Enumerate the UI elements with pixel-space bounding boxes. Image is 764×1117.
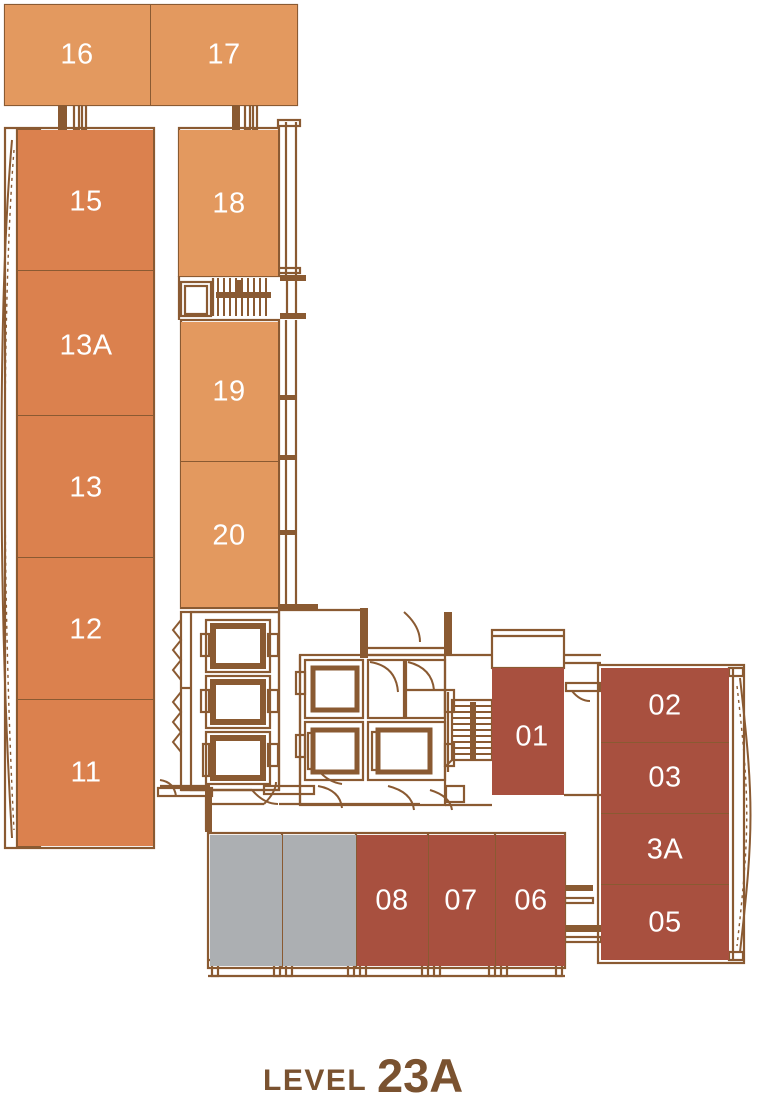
architecture-linework — [0, 3, 752, 978]
unit-12[interactable]: 12 — [18, 558, 153, 699]
unit-fill[interactable] — [492, 668, 564, 795]
unit-20[interactable]: 20 — [181, 462, 278, 607]
unit-13a[interactable]: 13A — [18, 271, 153, 415]
unit-grey-a[interactable] — [210, 835, 282, 966]
level-title: LEVEL 23A — [263, 1049, 463, 1102]
unit-07[interactable]: 07 — [429, 835, 495, 966]
unit-fill[interactable] — [18, 130, 153, 270]
unit-fill[interactable] — [210, 835, 282, 966]
unit-17[interactable]: 17 — [151, 5, 297, 105]
unit-13[interactable]: 13 — [18, 416, 153, 557]
unit-fill[interactable] — [601, 885, 729, 960]
unit-02[interactable]: 02 — [601, 668, 729, 742]
unit-05[interactable]: 05 — [601, 885, 729, 960]
unit-fill[interactable] — [601, 814, 729, 884]
unit-fill[interactable] — [18, 558, 153, 699]
unit-grey-b[interactable] — [283, 835, 356, 966]
unit-01[interactable]: 01 — [492, 668, 564, 795]
unit-fill[interactable] — [179, 130, 278, 276]
unit-18[interactable]: 18 — [179, 130, 278, 276]
unit-fill[interactable] — [18, 416, 153, 557]
unit-06[interactable]: 06 — [496, 835, 565, 966]
unit-11[interactable]: 11 — [18, 700, 153, 846]
unit-fill[interactable] — [181, 462, 278, 607]
unit-15[interactable]: 15 — [18, 130, 153, 270]
unit-fill[interactable] — [151, 5, 297, 105]
unit-fill[interactable] — [283, 835, 356, 966]
unit-fill[interactable] — [429, 835, 495, 966]
unit-08[interactable]: 08 — [357, 835, 428, 966]
unit-fill[interactable] — [5, 5, 150, 105]
unit-fill[interactable] — [357, 835, 428, 966]
unit-16[interactable]: 16 — [5, 5, 150, 105]
unit-fill[interactable] — [181, 322, 278, 461]
unit-fill[interactable] — [18, 271, 153, 415]
unit-03[interactable]: 03 — [601, 743, 729, 813]
unit-19[interactable]: 19 — [181, 322, 278, 461]
unit-fill[interactable] — [601, 668, 729, 742]
unit-fill[interactable] — [496, 835, 565, 966]
level-title-number: 23A — [377, 1049, 463, 1102]
unit-fill[interactable] — [601, 743, 729, 813]
unit-fill[interactable] — [18, 700, 153, 846]
unit-3a[interactable]: 3A — [601, 814, 729, 884]
level-title-prefix: LEVEL — [263, 1064, 367, 1097]
